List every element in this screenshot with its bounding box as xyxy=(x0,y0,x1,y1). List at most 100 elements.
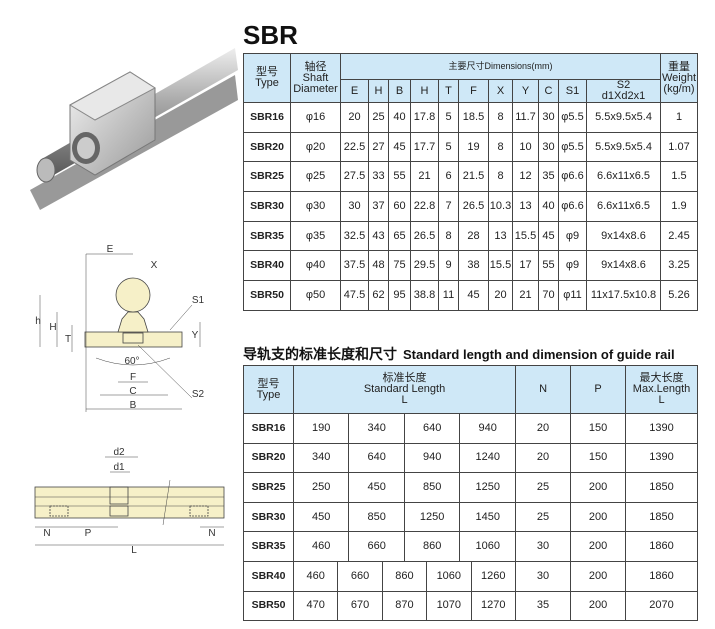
length-cell: 250 xyxy=(292,472,350,503)
length-cell: 460 xyxy=(292,531,350,562)
col-dim: H xyxy=(410,79,439,103)
length-cell: 870 xyxy=(381,590,428,622)
col-dim: F xyxy=(458,79,489,103)
value-cell: 9 xyxy=(438,250,459,282)
value-cell: 38.8 xyxy=(410,280,439,311)
value-cell: φ5.5 xyxy=(558,102,587,133)
length-cell: 850 xyxy=(348,501,405,533)
n-cell: 30 xyxy=(515,560,572,592)
value-cell: 55 xyxy=(538,250,559,282)
value-cell: 60 xyxy=(388,191,411,222)
col-dim: C xyxy=(538,79,559,103)
value-cell: 5.5x9.5x5.4 xyxy=(586,131,661,163)
col-type: 型号 Type xyxy=(243,53,291,103)
length-table: 型号 Type 标准长度 Standard Length L N P 最大长度 … xyxy=(243,365,699,622)
max-length-cell: 1860 xyxy=(625,531,699,562)
type-cell: SBR20 xyxy=(243,442,294,474)
n-cell: 20 xyxy=(515,442,572,474)
length-cell: 860 xyxy=(381,560,428,592)
type-cell: SBR35 xyxy=(243,220,291,252)
value-cell: 55 xyxy=(388,161,411,193)
type-cell: SBR50 xyxy=(243,590,294,622)
value-cell: 13 xyxy=(488,220,513,252)
value-cell: 11x17.5x10.8 xyxy=(586,280,661,311)
n-cell: 20 xyxy=(515,413,572,444)
value-cell: 75 xyxy=(388,250,411,282)
value-cell: φ9 xyxy=(558,220,587,252)
type-cell: SBR40 xyxy=(243,250,291,282)
label-n-right: N xyxy=(208,528,215,539)
p-cell: 200 xyxy=(570,501,627,533)
label-l: L xyxy=(131,545,137,556)
col-weight: 重量 Weight (kg/m) xyxy=(660,53,698,103)
product-photo xyxy=(30,48,238,210)
product-drawings: E X h H T S1 Y 60° F C S2 B xyxy=(30,48,238,556)
col-max-length: 最大长度 Max.Length L xyxy=(625,365,699,414)
cross-section-diagram xyxy=(39,253,201,412)
type-cell: SBR25 xyxy=(243,472,294,503)
value-cell: 65 xyxy=(388,220,411,252)
value-cell: φ11 xyxy=(558,280,587,311)
value-cell: 9x14x8.6 xyxy=(586,220,661,252)
value-cell: 32.5 xyxy=(340,220,369,252)
col-dim: Y xyxy=(512,79,539,103)
max-length-cell: 1850 xyxy=(625,501,699,533)
length-cell: 660 xyxy=(348,531,405,562)
type-cell: SBR30 xyxy=(243,191,291,222)
value-cell: 5.5x9.5x5.4 xyxy=(586,102,661,133)
value-cell: 22.8 xyxy=(410,191,439,222)
length-cell: 340 xyxy=(348,413,405,444)
page-title: SBR xyxy=(243,20,298,50)
n-cell: 25 xyxy=(515,501,572,533)
label-d2: d2 xyxy=(113,447,125,458)
length-cell: 1250 xyxy=(403,501,461,533)
value-cell: 17.7 xyxy=(410,131,439,163)
value-cell: 26.5 xyxy=(410,220,439,252)
n-cell: 30 xyxy=(515,531,572,562)
value-cell: 15.5 xyxy=(488,250,513,282)
side-view-labels: d2 d1 N P N L xyxy=(43,447,215,556)
value-cell: φ50 xyxy=(290,280,341,311)
length-cell: 470 xyxy=(292,590,339,622)
length-cell: 340 xyxy=(292,442,350,474)
value-cell: 47.5 xyxy=(340,280,369,311)
value-cell: 5 xyxy=(438,102,459,133)
cross-section-labels: E X h H T S1 Y 60° F C S2 B xyxy=(35,244,204,411)
value-cell: φ25 xyxy=(290,161,341,193)
value-cell: 43 xyxy=(368,220,389,252)
value-cell: 48 xyxy=(368,250,389,282)
label-60deg: 60° xyxy=(124,356,139,367)
spec-table: 型号 Type 轴径 Shaft Diameter 主要尺寸Dimensions… xyxy=(243,53,698,311)
label-x: X xyxy=(151,260,158,271)
length-cell: 940 xyxy=(403,442,461,474)
value-cell: 30 xyxy=(538,131,559,163)
value-cell: φ5.5 xyxy=(558,131,587,163)
value-cell: 1.07 xyxy=(660,131,698,163)
value-cell: 45 xyxy=(538,220,559,252)
value-cell: 6 xyxy=(438,161,459,193)
value-cell: φ6.6 xyxy=(558,191,587,222)
col-standard-length: 标准长度 Standard Length L xyxy=(292,365,517,414)
label-p: P xyxy=(85,528,92,539)
value-cell: 1 xyxy=(660,102,698,133)
value-cell: 11.7 xyxy=(512,102,539,133)
length-cell: 860 xyxy=(403,531,461,562)
value-cell: 15.5 xyxy=(512,220,539,252)
value-cell: 38 xyxy=(458,250,489,282)
value-cell: 10.3 xyxy=(488,191,513,222)
length-cell: 940 xyxy=(459,413,517,444)
value-cell: 40 xyxy=(388,102,411,133)
length-cell: 450 xyxy=(292,501,350,533)
label-t: T xyxy=(65,334,71,345)
length-cell: 1060 xyxy=(459,531,517,562)
col-dim: X xyxy=(488,79,513,103)
type-cell: SBR16 xyxy=(243,102,291,133)
type-cell: SBR16 xyxy=(243,413,294,444)
